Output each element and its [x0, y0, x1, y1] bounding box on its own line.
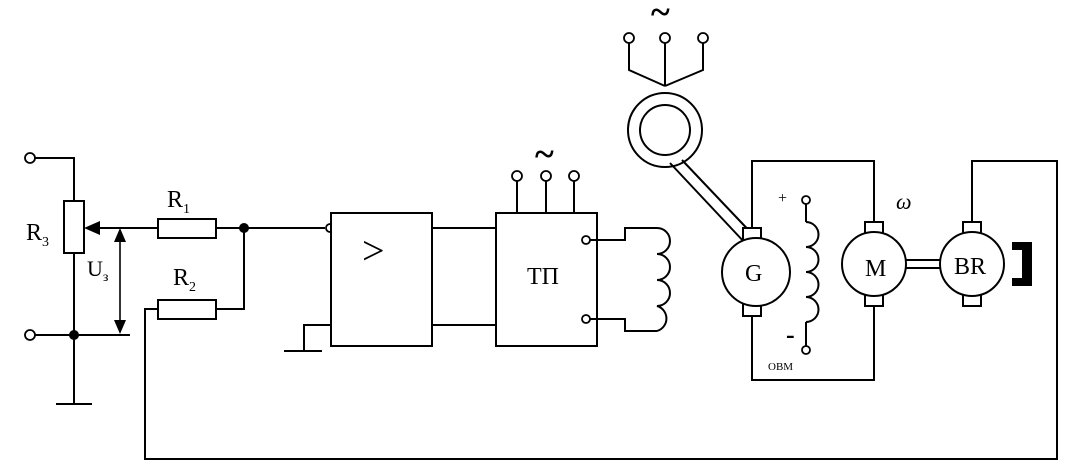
wiper-arrow-icon — [84, 221, 100, 235]
label-r3: R3 — [26, 220, 49, 250]
label-ac-top: ~ — [651, 0, 670, 32]
generator — [721, 237, 791, 307]
label-ac-converter: ~ — [535, 134, 554, 174]
input-terminal-bottom — [24, 329, 36, 341]
tachogenerator — [939, 231, 1005, 297]
converter-ac-terminal-1 — [511, 170, 523, 182]
motor — [841, 231, 907, 297]
ac-terminal-3 — [697, 32, 709, 44]
converter-ac-terminal-2 — [540, 170, 552, 182]
label-r1: R1 — [167, 187, 190, 217]
label-minus: - — [786, 320, 795, 349]
label-speed: ω — [896, 189, 912, 214]
generator-motor-section — [721, 160, 940, 381]
resistor-r2 — [157, 299, 217, 320]
converter-out-terminal-top — [581, 235, 591, 245]
field-terminal-minus — [801, 345, 811, 355]
label-tachogenerator: BR — [954, 254, 986, 280]
labels: R3 Uз R1 R2 > ТП ~ ~ G M BR ω + - ОВМ — [26, 0, 986, 373]
summing-section — [144, 160, 1058, 460]
label-amplifier: > — [362, 228, 385, 273]
converter-ac-terminal-3 — [568, 170, 580, 182]
voltage-arrow-up-icon — [114, 228, 126, 242]
field-terminal-plus — [801, 195, 811, 205]
label-generator: G — [745, 261, 762, 287]
input-terminal-top — [24, 152, 36, 164]
tacho-load-icon — [1012, 242, 1032, 286]
potentiometer-r3 — [63, 200, 85, 254]
motor-shaft — [906, 259, 940, 269]
voltage-arrow-down-icon — [114, 320, 126, 334]
motor-field-winding — [805, 221, 820, 323]
ac-terminal-2 — [659, 32, 671, 44]
label-u3: Uз — [87, 256, 109, 285]
ac-motor-outer — [627, 92, 703, 168]
input-section — [24, 152, 158, 405]
amplifier-section — [284, 212, 496, 352]
generator-field-coil — [656, 227, 671, 332]
ac-terminal-1 — [623, 32, 635, 44]
junction-dot — [69, 330, 79, 340]
label-r2: R2 — [173, 265, 196, 295]
label-field-winding: ОВМ — [768, 361, 793, 373]
label-motor: M — [865, 256, 886, 282]
converter-section — [495, 170, 671, 347]
amplifier-block — [330, 212, 433, 347]
label-thyristor-converter: ТП — [527, 264, 559, 290]
tacho-section — [939, 221, 1032, 307]
label-plus: + — [778, 190, 787, 207]
ac-motor-inner — [639, 104, 691, 156]
converter-out-terminal-bottom — [581, 314, 591, 324]
ac-motor-section — [623, 32, 758, 245]
resistor-r1 — [157, 218, 217, 239]
